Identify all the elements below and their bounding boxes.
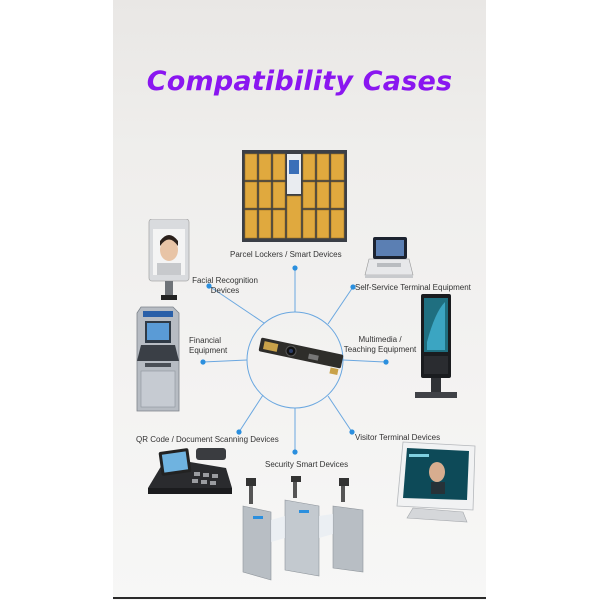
label-multimedia-line1: Multimedia / [358,335,402,344]
label-financial: Financial Equipment [189,336,227,356]
atm-icon [136,306,180,412]
dot-qr [236,429,242,435]
bottom-divider [113,597,486,599]
self-service-kiosk-icon [364,237,414,278]
dot-facial [206,283,212,289]
spoke-diagram [200,265,389,455]
dot-self-service [350,284,356,290]
label-qr-code: QR Code / Document Scanning Devices [136,435,279,444]
spoke-qr [238,394,264,433]
label-financial-line2: Equipment [189,346,228,355]
multimedia-kiosk-icon [415,294,457,398]
label-facial-recognition-line2: Devices [210,286,240,295]
label-security-smart: Security Smart Devices [265,460,349,469]
face-terminal-icon [148,219,190,300]
page-title: Compatibility Cases [146,66,453,97]
camera-module-icon [258,337,344,376]
parcel-locker-icon [242,150,347,242]
dot-parcel [292,265,298,271]
dot-financial [200,359,206,365]
label-multimedia: Multimedia / Teaching Equipment [335,335,425,355]
spoke-multimedia [342,359,387,363]
label-facial-recognition: Facial Recognition Devices [185,276,265,296]
label-financial-line1: Financial [189,336,222,345]
security-turnstile-icon [242,476,364,581]
spoke-visitor [327,395,353,433]
spoke-financial [202,359,248,363]
label-multimedia-line2: Teaching Equipment [343,345,417,354]
compatibility-panel: Compatibility Cases [113,0,486,600]
dot-security [292,449,298,455]
visitor-terminal-tablet-icon [396,441,476,523]
dot-visitor [349,429,355,435]
label-visitor-terminal: Visitor Terminal Devices [355,433,441,442]
label-facial-recognition-line1: Facial Recognition [192,276,258,285]
label-self-service: Self-Service Terminal Equipment [355,283,471,292]
spoke-self-service [327,286,354,325]
label-parcel-lockers: Parcel Lockers / Smart Devices [230,250,342,259]
desk-scanner-terminal-icon [148,448,232,494]
spoke-facial [208,285,265,324]
dot-multimedia [383,359,389,365]
